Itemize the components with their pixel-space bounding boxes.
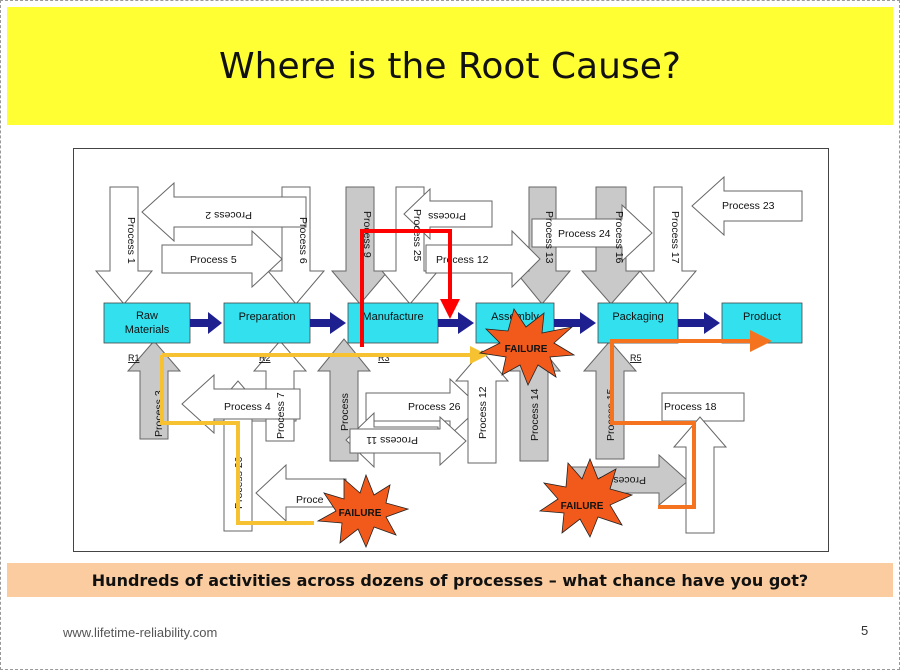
process-18-label: Process 18 xyxy=(664,401,717,413)
stage-packaging xyxy=(597,302,679,344)
process-12-right-arrow xyxy=(425,229,541,289)
red-failure-path xyxy=(360,229,452,347)
failure-label-1: FAILURE xyxy=(505,344,548,355)
failure-label-2: FAILURE xyxy=(339,508,382,519)
stage-label-manufacture: Manufacture xyxy=(362,311,423,323)
process-5-label: Process 5 xyxy=(190,254,237,266)
resource-label-r3: R3 xyxy=(378,353,390,363)
process-diagram: Process 1 Process 2 Process 5 Process 6 … xyxy=(73,148,829,552)
title-bar: Where is the Root Cause? xyxy=(7,7,893,125)
process-24-right-arrow xyxy=(531,203,653,263)
process-16-label: Process 16 xyxy=(613,211,625,264)
flow-arrow-4 xyxy=(554,312,596,334)
failure-label-3: FAILURE xyxy=(561,501,604,512)
process-2-label: Process 2 xyxy=(205,209,252,221)
diagram-canvas: Process 1 Process 2 Process 5 Process 6 … xyxy=(94,175,803,549)
stage-label-product: Product xyxy=(743,311,781,323)
failure-burst-2 xyxy=(316,473,410,549)
red-failure-arrowhead xyxy=(440,299,460,319)
orange-failure-arrowhead xyxy=(750,330,772,352)
process-14-label: Process 14 xyxy=(529,388,541,441)
process-lower-label: Proce xyxy=(296,494,324,506)
process-26-right-arrow xyxy=(365,377,481,437)
process-1-down-arrow xyxy=(94,186,154,305)
flow-arrows xyxy=(190,312,720,334)
stage-raw-materials xyxy=(103,302,191,344)
resource-label-r5: R5 xyxy=(630,353,642,363)
resource-label-r2: R2 xyxy=(259,353,271,363)
process-7-label: Process 7 xyxy=(275,392,287,439)
caption-bar: Hundreds of activities across dozens of … xyxy=(7,563,893,597)
process-12b-label: Process 12 xyxy=(477,386,489,439)
yellow-failure-arrowhead xyxy=(470,346,488,364)
failure-burst-1 xyxy=(478,308,576,386)
process-13-label: Process 13 xyxy=(543,211,555,264)
process-23-left-arrow xyxy=(691,175,803,237)
process-12-label: Process 12 xyxy=(436,254,489,266)
process-2-left-arrow xyxy=(141,181,307,243)
yellow-failure-path xyxy=(160,355,314,525)
process-24-label: Process 24 xyxy=(558,228,611,240)
process-mid-label: Process xyxy=(339,393,351,431)
process-17-label: Process 17 xyxy=(669,211,681,264)
stage-label-packaging: Packaging xyxy=(612,311,663,323)
process-11-right-arrow xyxy=(349,415,467,467)
process-23-label: Process 23 xyxy=(722,200,775,212)
process-5-right-arrow xyxy=(161,229,283,289)
flow-arrow-1 xyxy=(190,312,222,334)
flow-arrow-3 xyxy=(438,312,474,334)
failure-burst-3 xyxy=(538,457,634,538)
process-12b-up-arrow xyxy=(454,350,510,464)
process-4-left-arrow xyxy=(181,373,301,435)
process-top-label: Process xyxy=(428,210,466,222)
process-11-label: Process 11 xyxy=(366,434,418,446)
process-21-up-arrow xyxy=(672,416,728,534)
stage-label-raw-materials: Raw xyxy=(136,310,158,322)
process-26-label: Process 26 xyxy=(408,401,461,413)
page-number: 5 xyxy=(861,623,869,638)
process-6-label: Process 6 xyxy=(297,217,309,264)
stage-label-raw-materials-2: Materials xyxy=(125,324,170,336)
footer-url[interactable]: www.lifetime-reliability.com xyxy=(63,625,218,640)
orange-failure-path xyxy=(610,339,760,509)
stage-preparation xyxy=(223,302,311,344)
process-18-right-arrow xyxy=(661,392,745,422)
slide-caption: Hundreds of activities across dozens of … xyxy=(91,570,809,590)
flow-arrow-5 xyxy=(678,312,720,334)
stage-label-preparation: Preparation xyxy=(239,311,296,323)
process-top-left-arrow xyxy=(403,187,493,241)
resource-label-r1: R1 xyxy=(128,353,140,363)
process-1-label: Process 1 xyxy=(125,217,137,264)
flow-arrow-2 xyxy=(310,312,346,334)
process-17-down-arrow xyxy=(638,186,698,305)
slide-title: Where is the Root Cause? xyxy=(219,45,681,87)
process-4-label: Process 4 xyxy=(224,401,271,413)
process-25-label: Process 25 xyxy=(411,209,423,262)
